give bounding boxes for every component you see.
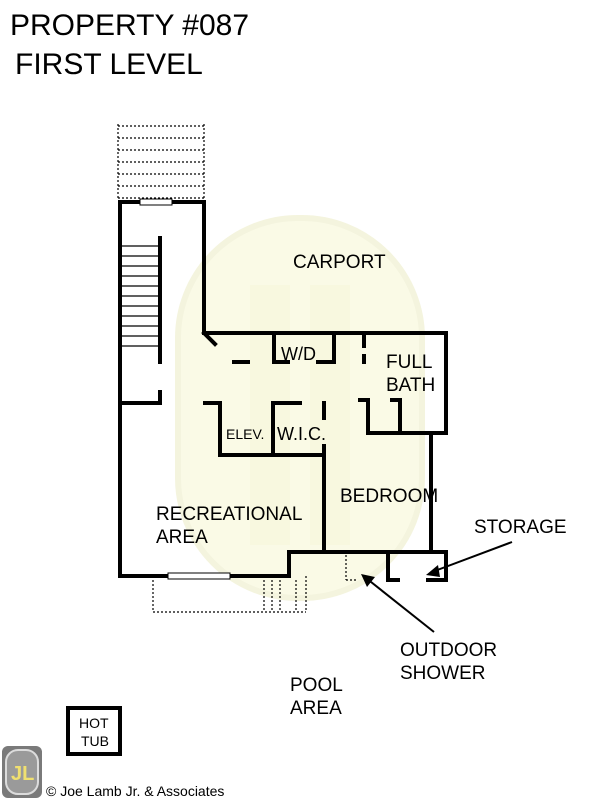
pool-area-label-1: POOL bbox=[290, 675, 343, 696]
wd-label: W/D bbox=[281, 344, 316, 364]
watermark-logo bbox=[175, 215, 425, 601]
storage-label: STORAGE bbox=[474, 517, 567, 538]
elev-label: ELEV. bbox=[226, 426, 264, 442]
interior-staircase bbox=[122, 236, 162, 364]
storage-arrow bbox=[426, 541, 513, 577]
hot-tub-label-1: HOT bbox=[79, 715, 109, 731]
full-bath-label-1: FULL bbox=[386, 352, 432, 373]
hot-tub: HOT TUB bbox=[66, 706, 122, 756]
carport-label: CARPORT bbox=[293, 252, 386, 273]
wic-label: W.I.C. bbox=[277, 424, 326, 444]
hot-tub-label-2: TUB bbox=[81, 733, 109, 749]
outdoor-shower-arrow bbox=[361, 574, 435, 633]
outdoor-shower-label-2: SHOWER bbox=[400, 663, 486, 684]
copyright-text: © Joe Lamb Jr. & Associates bbox=[46, 783, 224, 799]
full-bath-label-2: BATH bbox=[386, 375, 435, 396]
jl-logo: JL bbox=[2, 746, 42, 798]
bedroom-label: BEDROOM bbox=[340, 486, 438, 507]
recreational-area-label-2: AREA bbox=[156, 527, 208, 548]
outdoor-shower-label-1: OUTDOOR bbox=[400, 640, 497, 661]
property-title: PROPERTY #087 bbox=[10, 9, 249, 42]
deck-outline bbox=[152, 555, 356, 613]
exterior-stairs-top bbox=[117, 124, 205, 200]
exterior-walls bbox=[118, 200, 448, 578]
windows bbox=[139, 198, 231, 580]
pool-area-label-2: AREA bbox=[290, 698, 342, 719]
logo-text: JL bbox=[11, 763, 34, 785]
level-title: FIRST LEVEL bbox=[15, 48, 203, 81]
recreational-area-label-1: RECREATIONAL bbox=[156, 504, 302, 525]
